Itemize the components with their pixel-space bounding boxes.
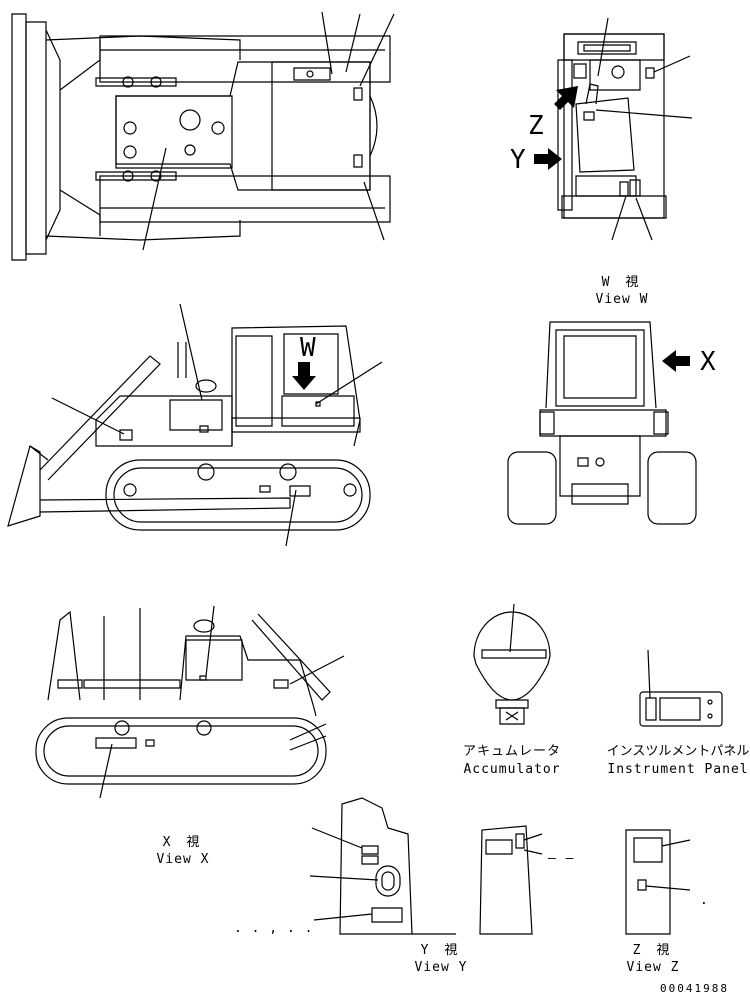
side-view-dozer: [8, 304, 382, 546]
instrument-panel-label-jp: インスツルメントパネル: [606, 744, 750, 759]
view-x-side: [36, 606, 344, 798]
view-w-label-jp: W 視: [601, 275, 643, 290]
view-x-label-en: View X: [156, 852, 210, 867]
view-z-mark: .: [700, 893, 709, 908]
view-y-label-en: View Y: [414, 960, 468, 975]
accumulator-drawing: [474, 604, 550, 724]
instrument-panel-drawing: [640, 650, 722, 726]
view-z-label-jp: Z 視: [632, 943, 674, 958]
view-z-letter: Z: [528, 111, 544, 141]
view-w-letter: W: [300, 333, 316, 363]
view-y-mark-right: – –: [548, 851, 575, 866]
arrow-left-icon: [662, 350, 690, 372]
view-y-drawing: [310, 798, 456, 934]
instrument-panel-label-en: Instrument Panel: [607, 762, 749, 777]
drawing-number: 00041988: [660, 982, 729, 995]
view-z-drawing: [626, 830, 690, 934]
cab-interior-view: [558, 18, 692, 240]
accumulator-label-jp: アキュムレータ: [462, 744, 561, 759]
accumulator-label-en: Accumulator: [463, 762, 561, 777]
view-z-label-en: View Z: [626, 960, 680, 975]
view-w-label-en: View W: [595, 292, 649, 307]
view-y-letter: Y: [510, 145, 526, 175]
arrow-up-icon: [554, 86, 578, 110]
view-x-letter: X: [700, 347, 716, 377]
blade-top: [12, 14, 26, 260]
view-y-mark-left: . . , . .: [234, 921, 314, 936]
arrow-right-icon: [534, 148, 562, 170]
top-view-dozer: [12, 12, 394, 260]
view-y-rear-drawing: [480, 826, 542, 934]
view-w-rear: [508, 322, 696, 524]
arrow-down-icon: [292, 362, 316, 390]
view-y-label-jp: Y 視: [420, 943, 462, 958]
view-x-label-jp: X 視: [162, 835, 204, 850]
